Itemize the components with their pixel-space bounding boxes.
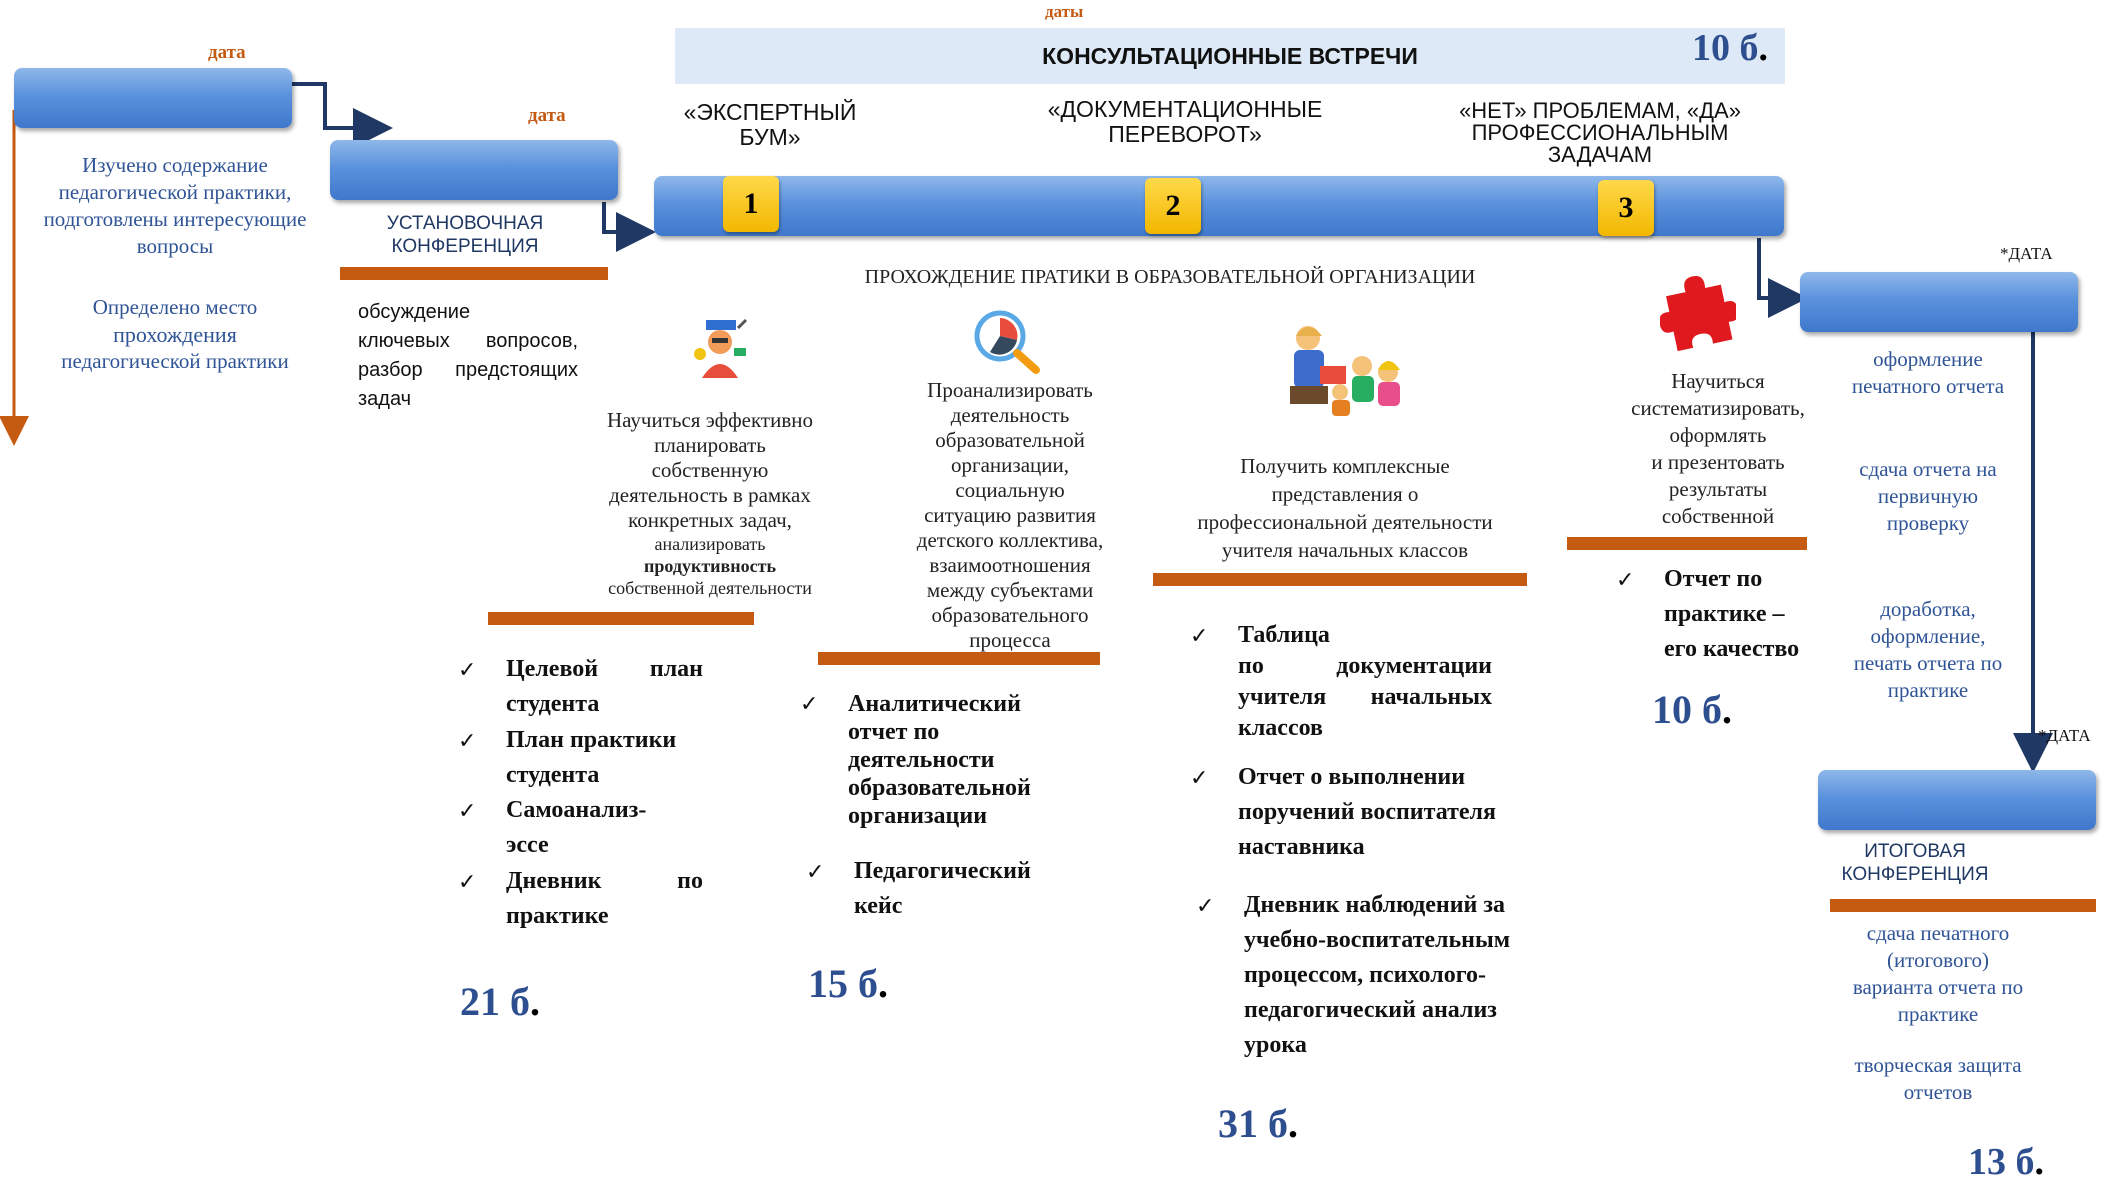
checkmark-icon: ✓	[458, 869, 477, 894]
col3-item-documentation-table: ✓ Таблица по документации учителя началь…	[1190, 622, 1492, 741]
practice-timeline-bar	[654, 176, 1784, 236]
arrow-to-main-bar	[602, 202, 656, 252]
checkmark-icon: ✓	[806, 859, 825, 884]
children-reading-icon	[1276, 322, 1416, 418]
right-date-label-1: *ДАТА	[2000, 244, 2053, 263]
teacher-tools-icon	[688, 314, 752, 384]
conference-date-label: дата	[528, 105, 566, 126]
col2-item-case: ✓ Педагогический кейс	[806, 854, 1086, 924]
checkmark-icon: ✓	[1190, 765, 1209, 790]
right-date-label-2: *ДАТА	[2038, 726, 2091, 745]
arrow-to-conference	[292, 82, 393, 148]
arrow-to-report-box	[1757, 238, 1808, 318]
col2-score: 15 б.	[808, 961, 888, 1006]
left-text-studied: Изучено содержание педагогической практи…	[43, 153, 307, 258]
right-block-submit-final: сдача печатного(итогового)варианта отчет…	[1852, 921, 2024, 1026]
col3-item-mentor-report: ✓ Отчет о выполнении поручений воспитате…	[1190, 760, 1530, 865]
conference-description: обсуждение ключевых вопросов, разбор пре…	[358, 301, 578, 410]
col3-divider	[1153, 573, 1527, 586]
left-text-place: Определено место прохождения педагогичес…	[61, 295, 289, 373]
checkmark-icon: ✓	[458, 657, 477, 682]
puzzle-piece-icon	[1659, 270, 1739, 354]
col1-item-self-analysis: ✓ Самоанализ-эссе	[458, 793, 703, 863]
header-top-label: даты	[1045, 2, 1084, 21]
final-conference-divider	[1830, 899, 2096, 912]
start-bar	[14, 68, 292, 128]
right-score: 13 б.	[1968, 1141, 2044, 1183]
col4-item-report-quality: ✓ Отчет по практике – его качество	[1616, 562, 1836, 667]
col1-score: 21 б.	[460, 979, 540, 1024]
checkmark-icon: ✓	[1196, 893, 1215, 918]
checkmark-icon: ✓	[1190, 623, 1209, 648]
conference-bar	[330, 140, 618, 200]
checkmark-icon: ✓	[800, 691, 819, 716]
col2-divider	[818, 652, 1100, 665]
step-number-1: 1	[723, 176, 779, 232]
consultation-title: КОНСУЛЬТАЦИОННЫЕ ВСТРЕЧИ	[1042, 43, 1418, 69]
step-number-3: 3	[1598, 180, 1654, 236]
final-conference-bar	[1818, 770, 2096, 830]
col4-score: 10 б.	[1652, 687, 1732, 732]
header-score: 10 б.	[1692, 27, 1768, 69]
col4-divider	[1567, 537, 1807, 550]
step-number-2: 2	[1145, 178, 1201, 234]
col1-divider	[488, 612, 754, 625]
checkmark-icon: ✓	[458, 728, 477, 753]
report-bar	[1800, 272, 2078, 332]
practice-heading: ПРОХОЖДЕНИЕ ПРАТИКИ В ОБРАЗОВАТЕЛЬНОЙ ОР…	[864, 266, 1476, 288]
magnifier-chart-icon	[970, 306, 1044, 376]
col3-item-observation-diary: ✓ Дневник наблюдений за учебно-воспитате…	[1196, 888, 1536, 1063]
checkmark-icon: ✓	[458, 798, 477, 823]
checkmark-icon: ✓	[1616, 567, 1635, 592]
col2-item-analytic-report: ✓ Аналитический отчет по деятельности об…	[800, 691, 1031, 829]
conference-divider	[340, 267, 608, 280]
left-date-label: дата	[208, 42, 246, 63]
col3-score: 31 б.	[1218, 1101, 1298, 1146]
consultation-header-band	[675, 28, 1785, 84]
